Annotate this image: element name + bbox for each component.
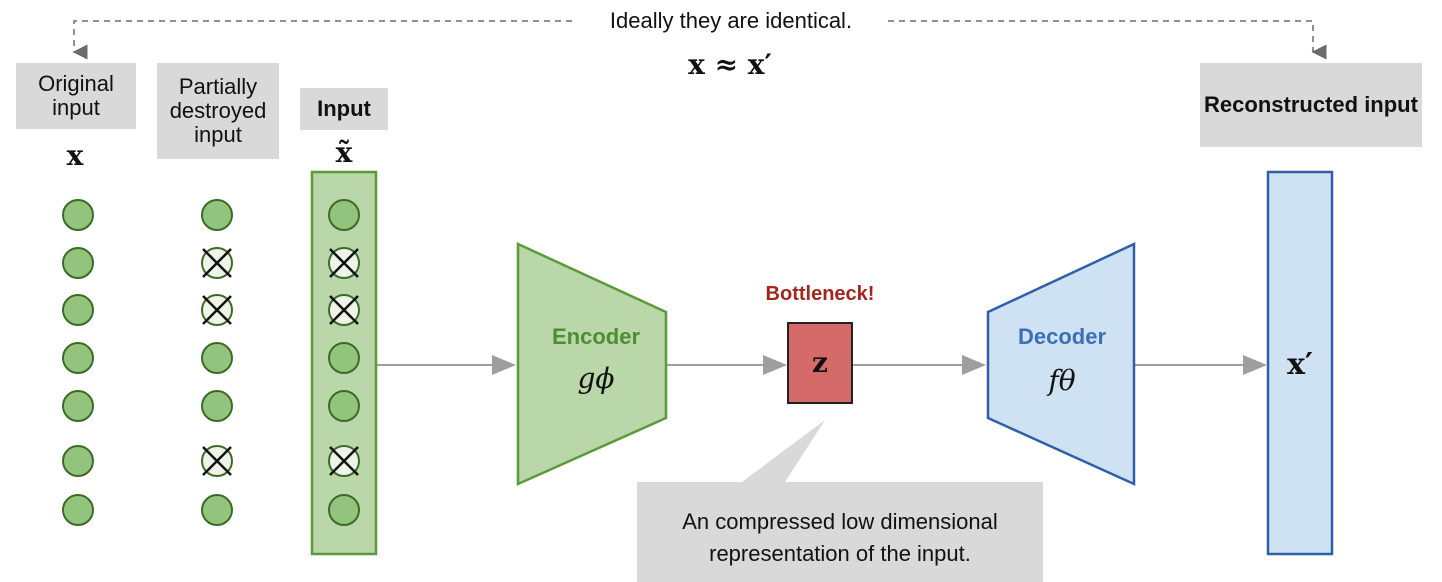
cross-mark-icon: [329, 295, 359, 325]
identity-bracket-right: [888, 20, 1327, 60]
output-column-box: [1266, 170, 1334, 556]
decoder-label: Decoder: [1017, 324, 1107, 349]
bottleneck-label: Bottleneck!: [765, 283, 875, 305]
input-node: [328, 494, 360, 526]
cross-mark-icon: [202, 446, 232, 476]
input-nodes: [328, 199, 360, 526]
approx-equation: x ≈ x′: [688, 48, 772, 81]
partial-input-label: Partially destroyed input: [157, 63, 279, 159]
cross-mark-icon: [202, 295, 232, 325]
bottleneck-box: [787, 322, 853, 404]
partial-node: [201, 342, 233, 374]
original-nodes: [62, 199, 94, 526]
partial-node: [201, 390, 233, 422]
identity-bracket-left: [72, 20, 572, 60]
encoder-symbol: gϕ: [577, 362, 615, 395]
input-node: [328, 199, 360, 231]
reconstructed-input-label: Reconstructed input: [1200, 63, 1422, 147]
identical-note: Ideally they are identical.: [609, 8, 853, 33]
original-node: [62, 390, 94, 422]
decoder-shape: [986, 242, 1136, 486]
input-label: Input: [300, 88, 388, 130]
original-node: [62, 445, 94, 477]
input-node: [328, 390, 360, 422]
encoder-shape: [516, 242, 668, 486]
cross-mark-icon: [202, 248, 232, 278]
cross-mark-icon: [329, 446, 359, 476]
original-node: [62, 294, 94, 326]
encoder-label: Encoder: [551, 324, 641, 349]
original-node: [62, 494, 94, 526]
input-column-box: [310, 170, 378, 556]
input-symbol: x̃: [335, 136, 353, 169]
callout-bubble: [637, 420, 1043, 582]
original-node: [62, 199, 94, 231]
original-input-label: Original input: [16, 63, 136, 129]
bottleneck-symbol: z: [812, 346, 828, 379]
partial-node: [201, 199, 233, 231]
original-node: [62, 247, 94, 279]
reconstructed-symbol: x′: [1287, 347, 1313, 382]
cross-mark-icon: [329, 248, 359, 278]
original-input-symbol: x: [66, 139, 84, 172]
input-node: [328, 342, 360, 374]
original-node: [62, 342, 94, 374]
partial-nodes: [201, 199, 233, 526]
partial-node: [201, 494, 233, 526]
callout-text: An compressed low dimensional representa…: [682, 509, 998, 566]
decoder-symbol: fθ: [1048, 364, 1076, 397]
